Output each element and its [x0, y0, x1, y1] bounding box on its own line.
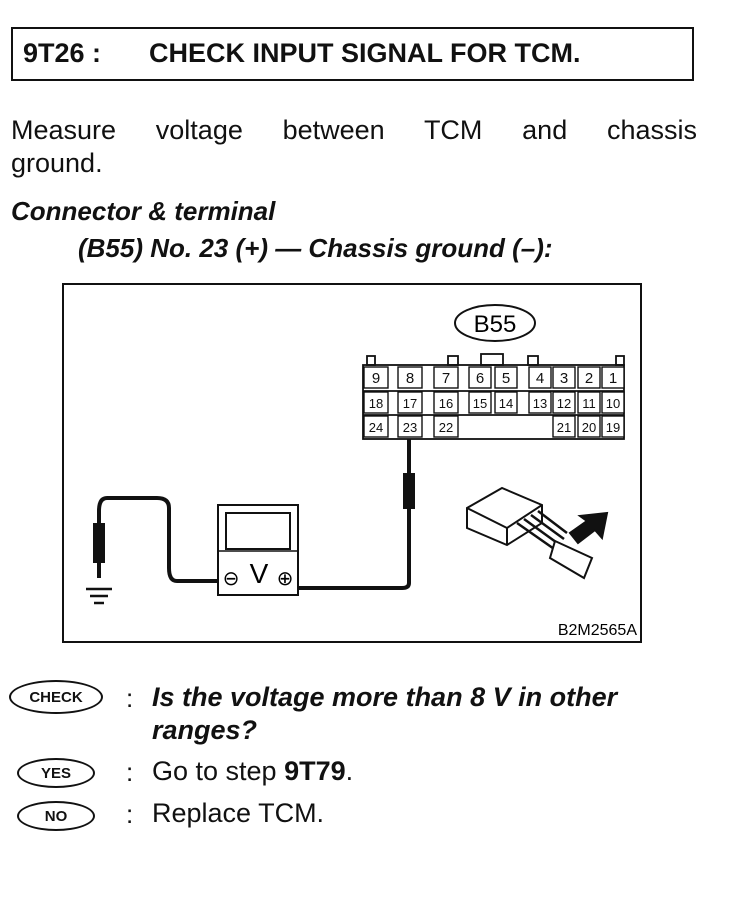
- pin-cell: [528, 391, 552, 414]
- check-colon: :: [126, 683, 134, 713]
- pin-number: 11: [582, 396, 596, 411]
- connector-label-ellipse: [454, 304, 536, 342]
- pin-cell: [601, 366, 625, 389]
- pin-cell: [601, 415, 625, 438]
- pin-number: 3: [560, 370, 568, 387]
- pin-number: 14: [499, 396, 513, 411]
- pin-number: 17: [403, 396, 417, 411]
- yes-answer: Go to step 9T79.: [152, 756, 354, 786]
- pin-number: 24: [369, 420, 383, 435]
- pin-cell: [552, 415, 576, 438]
- no-answer: Replace TCM.: [152, 798, 325, 828]
- diagram-frame: [62, 283, 642, 643]
- pin-cell: [577, 391, 601, 414]
- pin-cell: [528, 366, 552, 389]
- pin-number: 2: [585, 370, 593, 387]
- pin-number: 16: [439, 396, 453, 411]
- connector-detail: (B55) No. 23 (+) — Chassis ground (–):: [78, 233, 553, 263]
- pin-number: 9: [372, 370, 380, 387]
- pin-cell: [397, 415, 423, 438]
- pin-cell: [577, 366, 601, 389]
- pin-number: 13: [533, 396, 547, 411]
- pin-number: 18: [369, 396, 383, 411]
- test-leads: [97, 439, 411, 590]
- negative-probe: [93, 523, 105, 563]
- pin-cell: [468, 366, 492, 389]
- connector-label: B55: [474, 311, 517, 338]
- minus-terminal-icon: ⊖: [223, 566, 240, 590]
- connector-heading: Connector & terminal: [11, 196, 276, 226]
- check-badge: CHECK: [9, 680, 103, 714]
- ground-symbol-icon: [86, 587, 112, 605]
- positive-probe: [403, 473, 415, 509]
- pin-number: 20: [582, 420, 596, 435]
- pin-cell: [363, 391, 389, 414]
- connector-b55: [362, 353, 625, 440]
- negative-lead: [97, 496, 220, 583]
- pin-cell: [397, 366, 423, 389]
- pin-cell: [577, 415, 601, 438]
- yes-colon: :: [126, 757, 134, 787]
- pin-number: 12: [557, 396, 571, 411]
- meter-symbol: V: [250, 558, 269, 589]
- yes-badge: YES: [17, 758, 95, 788]
- pin-cell: [433, 415, 459, 438]
- check-question: Is the voltage more than 8 V in other ra…: [152, 682, 618, 745]
- pin-number: 22: [439, 420, 453, 435]
- pin-cell: [552, 366, 576, 389]
- no-badge: NO: [17, 801, 95, 831]
- pin-cell: [363, 366, 389, 389]
- step-header-box: 9T26 : CHECK INPUT SIGNAL FOR TCM.: [11, 27, 694, 81]
- pin-number: 7: [442, 370, 450, 387]
- step-number: 9T26 :: [23, 38, 102, 68]
- intro-text: Measure voltage between TCM and chassis …: [11, 115, 697, 178]
- pin-cell: [397, 391, 423, 414]
- pin-number: 21: [557, 420, 571, 435]
- pin-cell: [363, 415, 389, 438]
- plus-terminal-icon: ⊕: [277, 566, 294, 590]
- pin-cell: [552, 391, 576, 414]
- pin-cell: [494, 366, 518, 389]
- pin-cell: [433, 366, 459, 389]
- pin-cell: [601, 391, 625, 414]
- back-probe-illustration-icon: [466, 486, 609, 580]
- pin-number: 5: [502, 370, 510, 387]
- pin-number: 1: [609, 370, 617, 387]
- positive-lead: [284, 439, 411, 590]
- pin-number: 15: [473, 396, 487, 411]
- pin-cell: [468, 391, 492, 414]
- pin-number: 23: [403, 420, 417, 435]
- pin-cell: [433, 391, 459, 414]
- yes-step-ref: 9T79: [284, 756, 346, 786]
- no-colon: :: [126, 799, 134, 829]
- pin-cell: [494, 391, 518, 414]
- pin-number: 19: [606, 420, 620, 435]
- figure-code: B2M2565A: [558, 622, 637, 639]
- pin-number: 10: [606, 396, 620, 411]
- voltmeter-icon: [217, 504, 299, 596]
- pin-number: 4: [536, 370, 544, 387]
- step-title: CHECK INPUT SIGNAL FOR TCM.: [149, 38, 581, 68]
- pin-number: 8: [406, 370, 414, 387]
- pin-number: 6: [476, 370, 484, 387]
